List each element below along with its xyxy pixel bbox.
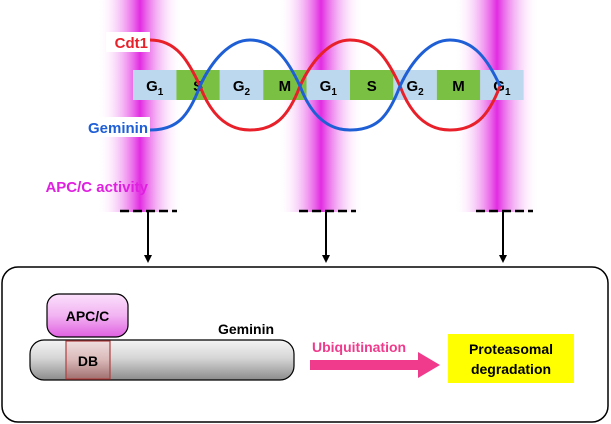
cdt1-label-bg bbox=[106, 32, 150, 52]
apc-band-2 bbox=[279, 0, 363, 212]
cdt1-label: Cdt1 bbox=[115, 35, 148, 52]
ubiquitination-label: Ubiquitination bbox=[312, 339, 406, 355]
down-arrows bbox=[144, 212, 507, 263]
apcc-complex-label: APC/C bbox=[66, 308, 110, 324]
phase-label-4: M bbox=[279, 78, 292, 95]
phase-label-7: G2 bbox=[406, 78, 424, 98]
geminin-protein-label: Geminin bbox=[218, 321, 274, 337]
destruction-box bbox=[65, 340, 111, 380]
phase-cell-5 bbox=[306, 70, 350, 100]
phase-label-2: S bbox=[193, 78, 203, 95]
mechanism-box bbox=[1, 266, 609, 423]
phase-cell-1 bbox=[133, 70, 177, 100]
apc-activity-label: APC/C activity bbox=[45, 179, 148, 196]
apc-band-3 bbox=[455, 0, 539, 212]
geminin-curve-label: Geminin bbox=[88, 120, 148, 137]
destruction-box-label: DB bbox=[78, 353, 98, 369]
phase-cell-9 bbox=[480, 70, 524, 100]
phase-cell-6 bbox=[350, 70, 394, 100]
phase-label-6: S bbox=[367, 78, 377, 95]
phase-cell-3 bbox=[219, 70, 264, 100]
degradation-box bbox=[448, 334, 574, 383]
geminin-label-bg bbox=[72, 117, 150, 137]
phase-label-3: G2 bbox=[233, 78, 251, 98]
phase-cell-8 bbox=[436, 70, 481, 100]
phase-label-8: M bbox=[452, 78, 465, 95]
ubiquitination-arrow bbox=[310, 352, 440, 378]
degradation-label-line1: Proteasomal bbox=[469, 341, 553, 357]
geminin-curve bbox=[149, 38, 502, 132]
cdt1-curve bbox=[149, 38, 502, 132]
phase-label-1: G1 bbox=[146, 78, 164, 98]
apcc-complex bbox=[46, 293, 129, 338]
phase-label-5: G1 bbox=[320, 78, 338, 98]
degradation-label-line2: degradation bbox=[471, 361, 551, 377]
